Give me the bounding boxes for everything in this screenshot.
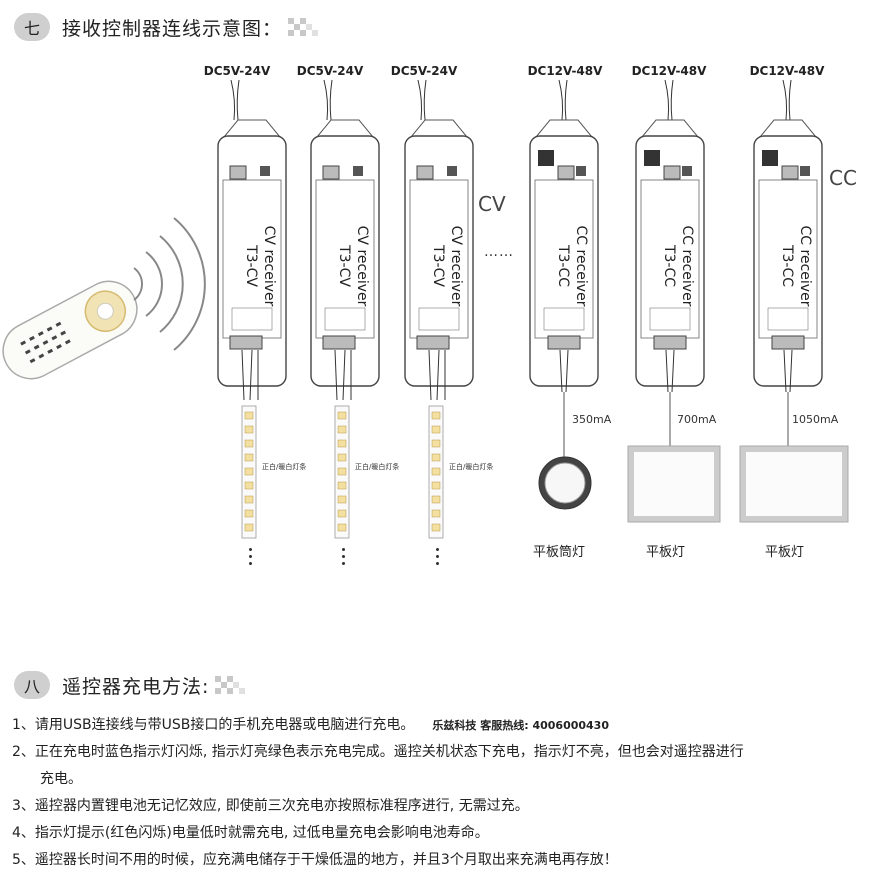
- section8-number: 八: [14, 671, 50, 699]
- strip-continue-dots-1: [249, 548, 253, 569]
- downlight-panel-image: [538, 456, 592, 510]
- list-item-text: 3、遥控器内置锂电池无记忆效应, 即使前三次充电亦按照标准程序进行, 无需过充。: [12, 798, 529, 814]
- receiver-5: [635, 79, 705, 448]
- section7-header: 七 接收控制器连线示意图：: [14, 10, 324, 44]
- receiver-6-type: CC receiver: [797, 225, 813, 307]
- strip-note-1: 正白/暖白灯条: [262, 463, 307, 471]
- list-item-text: 4、指示灯提示(红色闪烁)电量低时就需充电, 过低电量充电会影响电池寿命。: [12, 825, 489, 841]
- section7-checker-decoration: [288, 18, 324, 36]
- receiver-2-type: CV receiver: [354, 225, 370, 307]
- list-item: 4、指示灯提示(红色闪烁)电量低时就需充电, 过低电量充电会影响电池寿命。: [12, 820, 862, 847]
- strip-continue-dots-2: [342, 548, 346, 569]
- section8-checker-decoration: [215, 676, 251, 694]
- strip-note-3: 正白/暖白灯条: [449, 463, 494, 471]
- current-label-3: 1050mA: [792, 413, 839, 426]
- current-label-1: 350mA: [572, 413, 612, 426]
- receiver-4-model: T3-CC: [555, 244, 571, 288]
- lamp-name-3: 平板灯: [765, 545, 805, 560]
- cc-label: CC: [829, 166, 857, 190]
- section7-number: 七: [14, 13, 50, 41]
- voltage-label-1: DC5V-24V: [203, 64, 271, 78]
- receiver-2-model: T3-CV: [336, 245, 352, 287]
- receiver-4: [529, 79, 599, 458]
- list-item: 5、遥控器长时间不用的时候，应充满电储存于干燥低温的地方，并且3个月取出来充满电…: [12, 847, 862, 874]
- list-item-text: 1、请用USB连接线与带USB接口的手机充电器或电脑进行充电。: [12, 717, 415, 733]
- voltage-label-4: DC12V-48V: [527, 64, 603, 78]
- ellipsis-more-receivers: ……: [484, 244, 514, 260]
- list-item-text: 2、正在充电时蓝色指示灯闪烁, 指示灯亮绿色表示充电完成。遥控关机状态下充电，指…: [12, 744, 744, 760]
- section8-header: 八 遥控器充电方法:: [14, 668, 251, 702]
- receiver-2: [310, 79, 380, 539]
- charging-instructions-list: 1、请用USB连接线与带USB接口的手机充电器或电脑进行充电。 乐兹科技 客服热线…: [12, 712, 862, 874]
- list-item: 3、遥控器内置锂电池无记忆效应, 即使前三次充电亦按照标准程序进行, 无需过充。: [12, 793, 862, 820]
- company-hotline: 乐兹科技 客服热线: 4006000430: [432, 719, 609, 732]
- panel-light-image-2: [739, 445, 849, 523]
- receiver-1: [217, 79, 287, 539]
- current-label-2: 700mA: [677, 413, 717, 426]
- receiver-6-model: T3-CC: [779, 244, 795, 288]
- lamp-name-1: 平板筒灯: [533, 545, 586, 560]
- receiver-4-label: CC receiver T3-CC: [554, 216, 590, 316]
- receiver-5-label: CC receiver T3-CC: [660, 216, 696, 316]
- receiver-1-model: T3-CV: [243, 245, 259, 287]
- receiver-3-type: CV receiver: [448, 225, 464, 307]
- lamp-name-2: 平板灯: [646, 545, 686, 560]
- receiver-3-label: CV receiver T3-CV: [429, 216, 465, 316]
- strip-continue-dots-3: [436, 548, 440, 569]
- cv-label: CV: [478, 192, 506, 216]
- receiver-2-label: CV receiver T3-CV: [335, 216, 371, 316]
- list-item-continuation: 充电。: [40, 771, 82, 787]
- list-item-text: 5、遥控器长时间不用的时候，应充满电储存于干燥低温的地方，并且3个月取出来充满电…: [12, 852, 618, 868]
- list-item: 1、请用USB连接线与带USB接口的手机充电器或电脑进行充电。 乐兹科技 客服热线…: [12, 712, 862, 739]
- strip-note-2: 正白/暖白灯条: [355, 463, 400, 471]
- receiver-3: [404, 79, 474, 539]
- section8-title: 遥控器充电方法:: [62, 675, 210, 698]
- receiver-5-type: CC receiver: [679, 225, 695, 307]
- voltage-label-2: DC5V-24V: [296, 64, 364, 78]
- receiver-1-label: CV receiver T3-CV: [242, 216, 278, 316]
- receiver-6: [753, 79, 823, 448]
- panel-light-image-1: [627, 445, 721, 523]
- receiver-5-model: T3-CC: [661, 244, 677, 288]
- list-item: 2、正在充电时蓝色指示灯闪烁, 指示灯亮绿色表示充电完成。遥控关机状态下充电，指…: [12, 739, 862, 793]
- voltage-label-3: DC5V-24V: [390, 64, 458, 78]
- wiring-diagram: [2, 79, 849, 539]
- wireless-signal-waves: [133, 217, 206, 351]
- section7-title: 接收控制器连线示意图：: [62, 17, 283, 40]
- voltage-label-5: DC12V-48V: [631, 64, 707, 78]
- voltage-label-6: DC12V-48V: [749, 64, 825, 78]
- receiver-4-type: CC receiver: [573, 225, 589, 307]
- receiver-3-model: T3-CV: [430, 245, 446, 287]
- receiver-1-type: CV receiver: [261, 225, 277, 307]
- receiver-6-label: CC receiver T3-CC: [778, 216, 814, 316]
- remote-control-image: [2, 280, 138, 380]
